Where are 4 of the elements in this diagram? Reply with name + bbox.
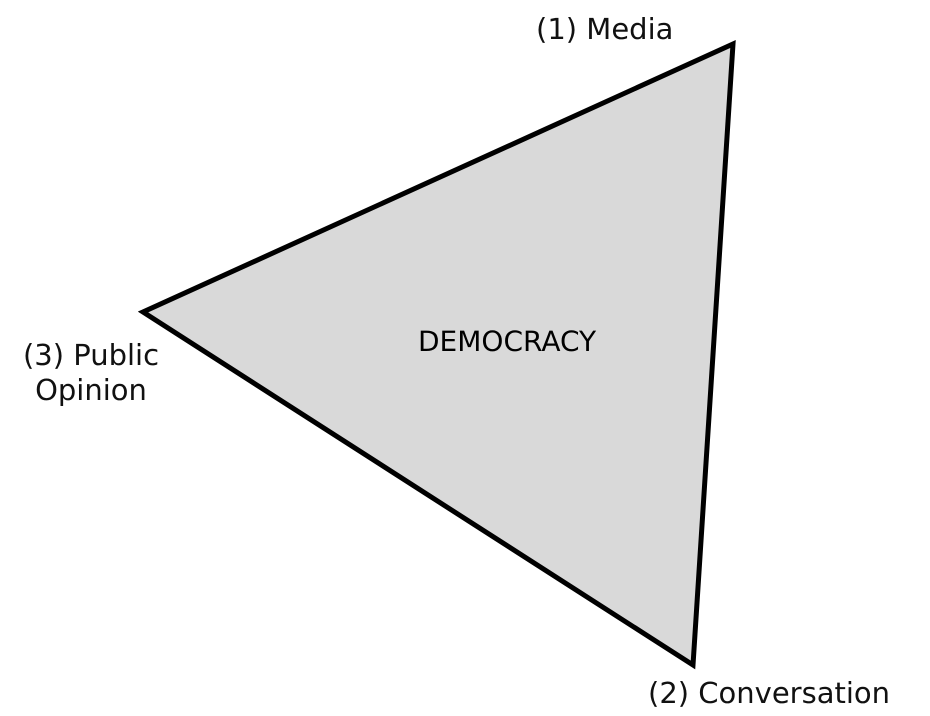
- vertex-label: (3) Public Opinion: [22, 338, 160, 408]
- vertex-label: (2) Conversation: [648, 676, 892, 711]
- vertex-label: (1) Media: [536, 12, 674, 47]
- triangle-label: DEMOCRACY: [418, 325, 596, 358]
